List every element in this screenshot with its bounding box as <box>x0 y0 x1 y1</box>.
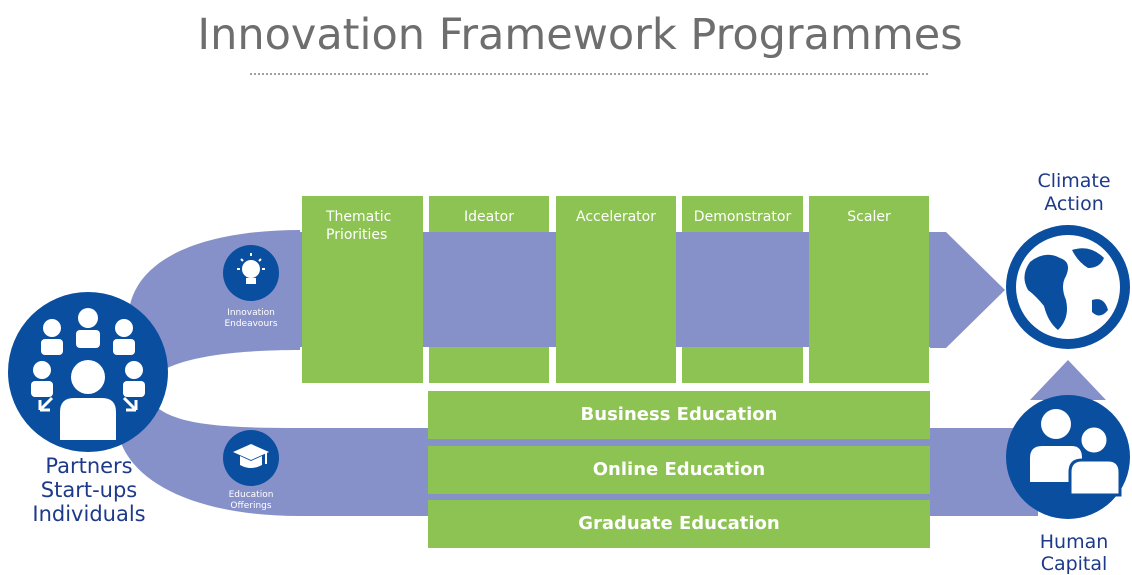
education-flow-band <box>120 400 300 516</box>
stage-demonstrator-header: Demonstrator <box>682 196 803 232</box>
caption-line: Endeavours <box>224 319 278 329</box>
innovation-endeavours-caption: Innovation Endeavours <box>216 308 286 330</box>
stage-demonstrator-footer <box>682 347 803 383</box>
education-offerings-caption: Education Offerings <box>216 490 286 512</box>
up-arrow <box>1030 360 1106 400</box>
lightbulb-glyph <box>237 253 265 284</box>
graduate-education-bar: Graduate Education <box>428 500 930 548</box>
online-education-bar: Online Education <box>428 446 930 494</box>
stage-ideator-footer <box>429 347 549 383</box>
human-capital-label: Human Capital <box>1020 531 1128 575</box>
stage-accelerator: Accelerator <box>556 196 676 383</box>
stage-scaler: Scaler <box>809 196 929 383</box>
partners-label: Partners Start-ups Individuals <box>14 454 164 526</box>
stage-label: Accelerator <box>576 209 656 225</box>
stage-label: Demonstrator <box>693 209 792 225</box>
caption-line: Education <box>228 490 274 500</box>
stage-label: Ideator <box>463 209 515 225</box>
innovation-arrow <box>930 232 1005 348</box>
caption-line: Innovation <box>227 308 275 318</box>
label-line: Individuals <box>32 502 146 526</box>
label-line: Human <box>1039 531 1109 553</box>
page-title: Innovation Framework Programmes <box>197 10 963 60</box>
stage-label: Scaler <box>847 209 891 225</box>
business-education-bar: Business Education <box>428 391 930 439</box>
climate-action-label: Climate Action <box>1020 170 1128 216</box>
caption-line: Offerings <box>230 501 272 511</box>
label-line: Start-ups <box>40 478 138 502</box>
label-line: Climate <box>1037 170 1111 192</box>
stage-label: Thematic Priorities <box>326 209 392 243</box>
title-divider <box>250 73 928 75</box>
label-line: Capital <box>1040 553 1108 575</box>
two-people-glyph <box>1030 409 1122 497</box>
globe-continents <box>1024 248 1108 330</box>
graduation-cap-glyph <box>233 444 269 468</box>
label-line: Action <box>1044 193 1104 215</box>
stage-ideator-header: Ideator <box>429 196 549 232</box>
people-network-figures <box>31 308 145 440</box>
stage-thematic-priorities: Thematic Priorities <box>302 196 423 383</box>
label-line: Partners <box>45 454 133 478</box>
